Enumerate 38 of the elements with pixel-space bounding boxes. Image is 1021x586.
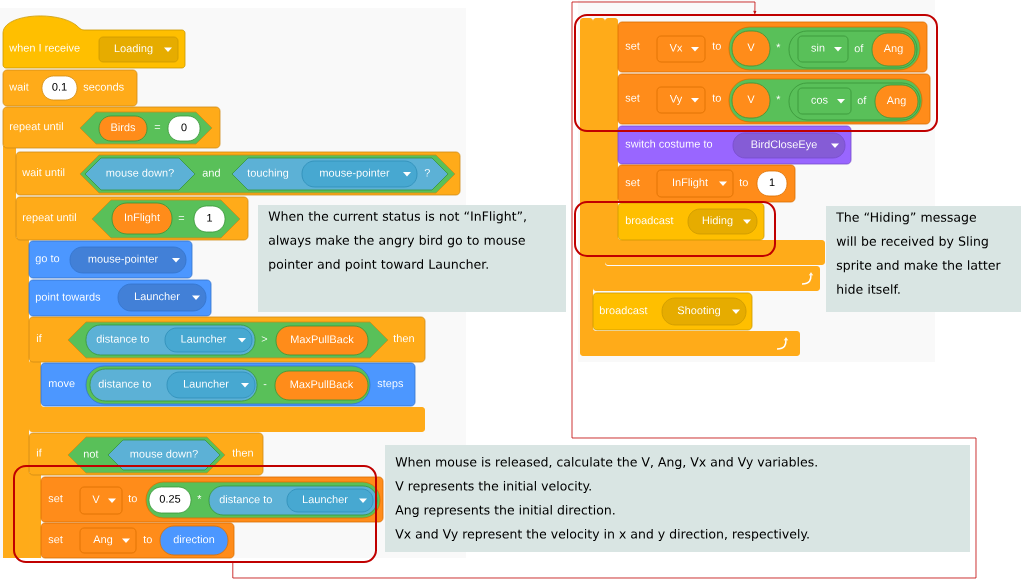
dropdown-menu: cos — [797, 87, 852, 115]
reporter-block: 0 — [167, 115, 201, 142]
reporter-block: InFlight — [111, 202, 173, 235]
reporter-block: Launcher — [166, 371, 256, 399]
reporter-block: direction — [159, 525, 229, 556]
dropdown-menu: Vx — [656, 35, 706, 63]
highlight-box — [574, 14, 938, 132]
reporter-block: mouse-pointer — [301, 160, 418, 188]
reporter-block: 1 — [193, 205, 226, 233]
reporter-block: Launcher — [117, 283, 207, 312]
dropdown-menu: Vy — [656, 86, 706, 114]
reporter-block: Ang — [871, 32, 916, 67]
reporter-block: Hiding — [687, 208, 758, 235]
reporter-block: V — [731, 82, 771, 119]
reporter-block: MaxPullBack — [275, 325, 369, 356]
boolean-block: mouse down? — [84, 157, 196, 191]
dropdown-menu: V — [79, 486, 123, 515]
note-box: When mouse is released, calculate the V, Ang, Vx and Vy variables. V represents the initial velocity. Ang represents the initial direction. Vx and Vy represent the velocity in x and y direction, respectively. — [385, 445, 970, 552]
reporter-block: Launcher — [164, 327, 253, 353]
reporter-block: 1 — [756, 170, 788, 197]
note-box: The “Hiding” message will be received by Sling sprite and make the latter hide itself. — [826, 206, 1021, 312]
reporter-block: Shooting — [661, 297, 747, 326]
reporter-block: Birds — [98, 115, 148, 142]
reporter-block: V — [731, 30, 771, 67]
reporter-block: MaxPullBack — [274, 370, 369, 401]
highlight-box — [574, 201, 776, 257]
reporter-block: mouse-pointer — [69, 246, 187, 274]
reporter-block: BirdCloseEye — [732, 132, 846, 159]
dropdown-menu: sin — [797, 35, 849, 63]
connector-line — [232, 1, 977, 579]
dropdown-menu: InFlight — [656, 169, 734, 198]
dropdown-menu: Ang — [79, 527, 137, 554]
highlight-box — [13, 465, 377, 563]
reporter-block: Ang — [874, 84, 919, 119]
reporter-block: Launcher — [286, 488, 374, 513]
dropdown-menu: Loading — [98, 36, 179, 63]
boolean-block: mouse down? — [107, 439, 221, 471]
note-box: When the current status is not “InFlight”, always make the angry bird go to mouse pointer and point toward Launcher. — [258, 205, 566, 312]
